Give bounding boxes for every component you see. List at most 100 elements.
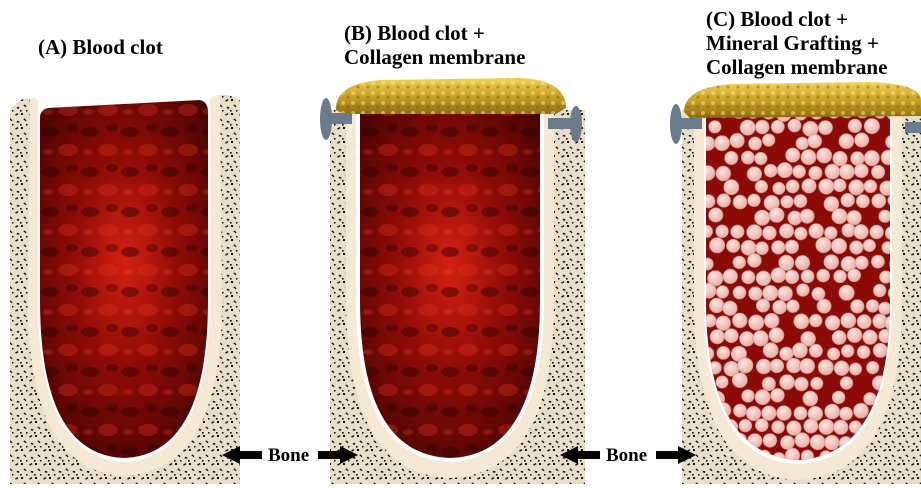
graft-particle (747, 253, 761, 267)
graft-particle (749, 137, 762, 150)
graft-particle (717, 194, 731, 208)
graft-particle (785, 240, 799, 254)
graft-particle (785, 448, 800, 463)
panel-a-title-line: (A) Blood clot (38, 35, 163, 59)
graft-particle (854, 164, 868, 178)
panel-b-title-line: (B) Blood clot + (344, 21, 525, 45)
graft-particle (709, 298, 724, 313)
graft-particle (825, 404, 840, 419)
blood-clot-b (350, 100, 550, 470)
graft-particle (796, 137, 809, 150)
graft-particle (740, 331, 755, 346)
graft-particle (732, 313, 747, 328)
graft-particle (817, 299, 831, 313)
graft-particle (714, 136, 729, 151)
graft-particle (746, 406, 761, 421)
graft-particle (866, 300, 879, 313)
graft-particle (709, 121, 722, 134)
graft-particle (763, 343, 778, 358)
graft-particle (864, 392, 877, 405)
graft-particle (848, 119, 862, 133)
graft-particle (755, 390, 770, 405)
graft-particle (724, 180, 739, 195)
graft-particle (795, 433, 810, 448)
graft-particle (871, 255, 884, 268)
graft-particle (808, 134, 822, 148)
graft-particle (763, 285, 778, 300)
graft-particle (772, 421, 785, 434)
graft-particle (747, 167, 762, 182)
graft-particle (857, 315, 871, 329)
graft-particle (762, 377, 776, 391)
graft-particle (833, 151, 848, 166)
graft-particle (831, 238, 846, 253)
graft-particle (794, 227, 807, 240)
graft-particle (723, 301, 738, 316)
graft-particle (755, 152, 768, 165)
graft-particle (872, 194, 886, 208)
graft-particle (755, 210, 770, 225)
graft-particle (800, 358, 815, 373)
graft-particle (857, 346, 870, 359)
graft-particle (848, 269, 861, 282)
graft-particle (795, 255, 810, 270)
graft-particle (769, 208, 784, 223)
graft-particle (723, 269, 738, 284)
panel-c-title-line: Mineral Grafting + (706, 31, 887, 55)
graft-particle (832, 209, 847, 224)
graft-particle (855, 256, 868, 269)
graft-particle (864, 150, 879, 165)
graft-particle (842, 224, 856, 238)
graft-particle (756, 242, 769, 255)
graft-particle (717, 346, 730, 359)
graft-particle (818, 121, 832, 135)
graft-particle (733, 404, 746, 417)
graft-particle (738, 358, 753, 373)
graft-particle (716, 286, 729, 299)
graft-particle (762, 406, 777, 421)
graft-particle (801, 450, 814, 463)
graft-particle (839, 407, 852, 420)
graft-particle (809, 166, 822, 179)
graft-particle (724, 329, 738, 343)
graft-particle (772, 241, 786, 255)
collagen-membrane-b (336, 78, 566, 114)
graft-particle (839, 285, 854, 300)
graft-particle (733, 256, 746, 269)
graft-particle (812, 287, 825, 300)
graft-particle (809, 314, 822, 327)
graft-particle (818, 360, 833, 375)
graft-particle (803, 391, 818, 406)
graft-particle (851, 152, 865, 166)
panel-c-title: (C) Blood clot + Mineral Grafting + Coll… (706, 7, 887, 79)
bone-label-left: Bone (268, 445, 309, 466)
graft-particle (709, 238, 724, 253)
graft-particle (716, 225, 729, 238)
graft-particle (763, 434, 777, 448)
panel-a-title: (A) Blood clot (38, 35, 163, 59)
graft-particle (703, 314, 716, 327)
graft-particle (747, 225, 762, 240)
graft-particle (773, 182, 785, 194)
graft-particle (811, 377, 823, 389)
graft-particle (749, 315, 764, 330)
graft-particle (819, 419, 834, 434)
graft-particle (873, 284, 886, 297)
graft-particle (793, 165, 806, 178)
graft-particle (870, 225, 884, 239)
graft-particle (786, 180, 799, 193)
graft-particle (856, 195, 869, 208)
panel-b-title: (B) Blood clot + Collagen membrane (344, 21, 525, 69)
graft-particle (771, 268, 786, 283)
graft-particle (741, 151, 754, 164)
graft-particle (832, 330, 846, 344)
graft-particle (731, 225, 744, 238)
graft-particle (849, 180, 864, 195)
graft-particle (732, 373, 747, 388)
graft-particle (716, 316, 731, 331)
graft-particle (777, 406, 792, 421)
graft-particle (762, 134, 775, 147)
graft-particle (855, 133, 869, 147)
collagen-membrane-c (684, 82, 921, 118)
graft-particle (850, 241, 864, 255)
